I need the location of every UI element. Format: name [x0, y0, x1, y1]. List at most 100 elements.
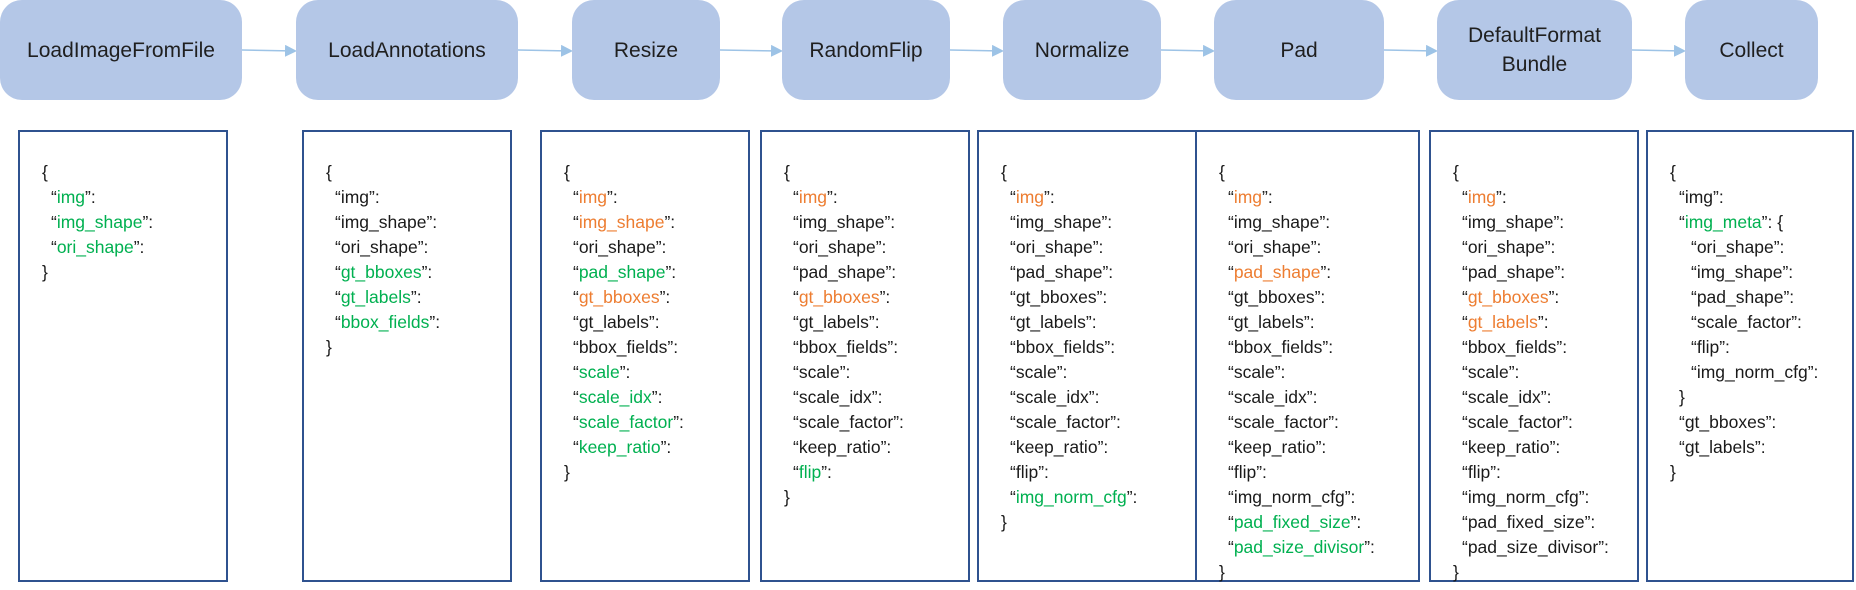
brace: {: [784, 162, 790, 182]
stage-label: Resize: [613, 38, 679, 62]
dict-line: “gt_bboxes”:: [1010, 287, 1108, 307]
dict-line: {: [326, 160, 440, 185]
dict-key: img_norm_cfg: [1233, 487, 1345, 507]
dict-line: “scale_factor”:: [1228, 412, 1339, 432]
dict-key: gt_bboxes: [1684, 412, 1766, 432]
dict-key: scale_idx: [1233, 387, 1307, 407]
stage-box: Pad: [1214, 0, 1384, 100]
stage-label: LoadImageFromFile: [27, 38, 215, 62]
dict-content: {“img”:“img_shape”:“ori_shape”:“pad_shap…: [1001, 160, 1137, 535]
dict-line: “scale_factor”:: [1462, 412, 1573, 432]
dict-key: img_norm_cfg: [1015, 487, 1127, 507]
dict-line: “bbox_fields”:: [335, 312, 441, 332]
dict-key: ori_shape: [1233, 237, 1311, 257]
dict-key: pad_shape: [798, 262, 886, 282]
dict-key: scale_factor: [1696, 312, 1792, 332]
dict-key: pad_fixed_size: [1233, 512, 1351, 532]
dict-line: “scale_factor”:: [1010, 412, 1121, 432]
dict-key: bbox_fields: [340, 312, 430, 332]
dict-line: “pad_shape”:: [1010, 262, 1114, 282]
dict-key: ori_shape: [1467, 237, 1545, 257]
brace: {: [1219, 162, 1225, 182]
dict-key: flip: [1696, 337, 1720, 357]
dict-line: {: [1219, 160, 1375, 185]
dict-line: “keep_ratio”:: [573, 437, 672, 457]
dict-key: pad_shape: [1015, 262, 1103, 282]
stage-box: Collect: [1685, 0, 1818, 100]
dict-key: gt_labels: [1684, 437, 1755, 457]
dict-key: gt_labels: [1467, 312, 1538, 332]
dict-key: flip: [798, 462, 822, 482]
dict-line: “ori_shape”:: [1228, 237, 1322, 257]
stage-label: DefaultFormat Bundle: [1467, 24, 1602, 76]
dict-key: ori_shape: [340, 237, 418, 257]
dict-key: gt_bboxes: [1233, 287, 1315, 307]
flow-arrow: [1631, 44, 1686, 57]
dict-panel: {“img”:“img_shape”:“ori_shape”:“pad_shap…: [1429, 130, 1639, 582]
dict-key: bbox_fields: [798, 337, 888, 357]
dict-line: “flip”:: [1691, 337, 1730, 357]
dict-line: “gt_bboxes”:: [1462, 287, 1560, 307]
stage-label: Collect: [1719, 38, 1784, 62]
dict-line: “img”:: [1679, 187, 1724, 207]
dict-line: “ori_shape”:: [1010, 237, 1104, 257]
dict-line: “flip”:: [793, 462, 832, 482]
dict-line: “gt_labels”:: [573, 312, 660, 332]
dict-key: scale_factor: [578, 412, 674, 432]
dict-key: ori_shape: [56, 237, 134, 257]
dict-line: “keep_ratio”:: [793, 437, 892, 457]
dict-key: pad_shape: [1467, 262, 1555, 282]
flow-arrow: [1160, 44, 1215, 57]
dict-panel: {“img”:“img_meta”: {“ori_shape”:“img_sha…: [1646, 130, 1854, 582]
dict-line: “pad_size_divisor”:: [1462, 537, 1609, 557]
dict-key: scale: [578, 362, 620, 382]
dict-line: }: [1670, 460, 1818, 485]
dict-key: gt_labels: [1015, 312, 1086, 332]
brace: }: [564, 462, 570, 482]
dict-key: scale: [1233, 362, 1275, 382]
brace: }: [1219, 562, 1225, 582]
dict-line: {: [42, 160, 153, 185]
dict-panel: {“img”:“img_shape”:“ori_shape”:“pad_shap…: [1195, 130, 1420, 582]
dict-key: scale: [798, 362, 840, 382]
brace: {: [42, 162, 48, 182]
dict-line: “img_meta”: {: [1679, 212, 1784, 232]
dict-key: gt_labels: [798, 312, 869, 332]
dict-key: scale_factor: [1467, 412, 1563, 432]
dict-line: “gt_labels”:: [335, 287, 422, 307]
dict-line: “img_shape”:: [1228, 212, 1331, 232]
dict-line: “scale_factor”:: [1691, 312, 1802, 332]
dict-content: {“img”:“img_shape”:“ori_shape”:“pad_shap…: [1453, 160, 1609, 585]
dict-line: “gt_labels”:: [793, 312, 880, 332]
dict-line: “pad_size_divisor”:: [1228, 537, 1375, 557]
dict-line: “img_norm_cfg”:: [1228, 487, 1356, 507]
dict-key: img: [1233, 187, 1263, 207]
dict-line: “gt_labels”:: [1462, 312, 1549, 332]
dict-key: flip: [1467, 462, 1491, 482]
brace: }: [42, 262, 48, 282]
stage-box: LoadAnnotations: [296, 0, 518, 100]
dict-line: “img”:: [1462, 187, 1507, 207]
dict-key: pad_fixed_size: [1467, 512, 1585, 532]
dict-line: “scale”:: [1228, 362, 1286, 382]
dict-key: img: [1467, 187, 1497, 207]
dict-key: img_shape: [1015, 212, 1102, 232]
dict-line: “ori_shape”:: [51, 237, 145, 257]
brace: {: [1670, 162, 1676, 182]
dict-line: “img”:: [51, 187, 96, 207]
dict-key: scale: [1015, 362, 1057, 382]
dict-line: “keep_ratio”:: [1010, 437, 1109, 457]
flow-arrow: [241, 44, 297, 57]
dict-key: img: [56, 187, 86, 207]
dict-line: “scale”:: [1462, 362, 1520, 382]
dict-key: gt_bboxes: [578, 287, 660, 307]
brace: {: [1001, 162, 1007, 182]
dict-line: “img”:: [793, 187, 838, 207]
dict-line: “img_shape”:: [1462, 212, 1565, 232]
brace: }: [1453, 562, 1459, 582]
dict-panel: {“img”:“img_shape”:“ori_shape”:“gt_bboxe…: [302, 130, 512, 582]
dict-key: bbox_fields: [1233, 337, 1323, 357]
flow-arrow: [1383, 44, 1438, 57]
dict-key: img: [1684, 187, 1714, 207]
dict-panel: {“img”:“img_shape”:“ori_shape”:“pad_shap…: [540, 130, 750, 582]
